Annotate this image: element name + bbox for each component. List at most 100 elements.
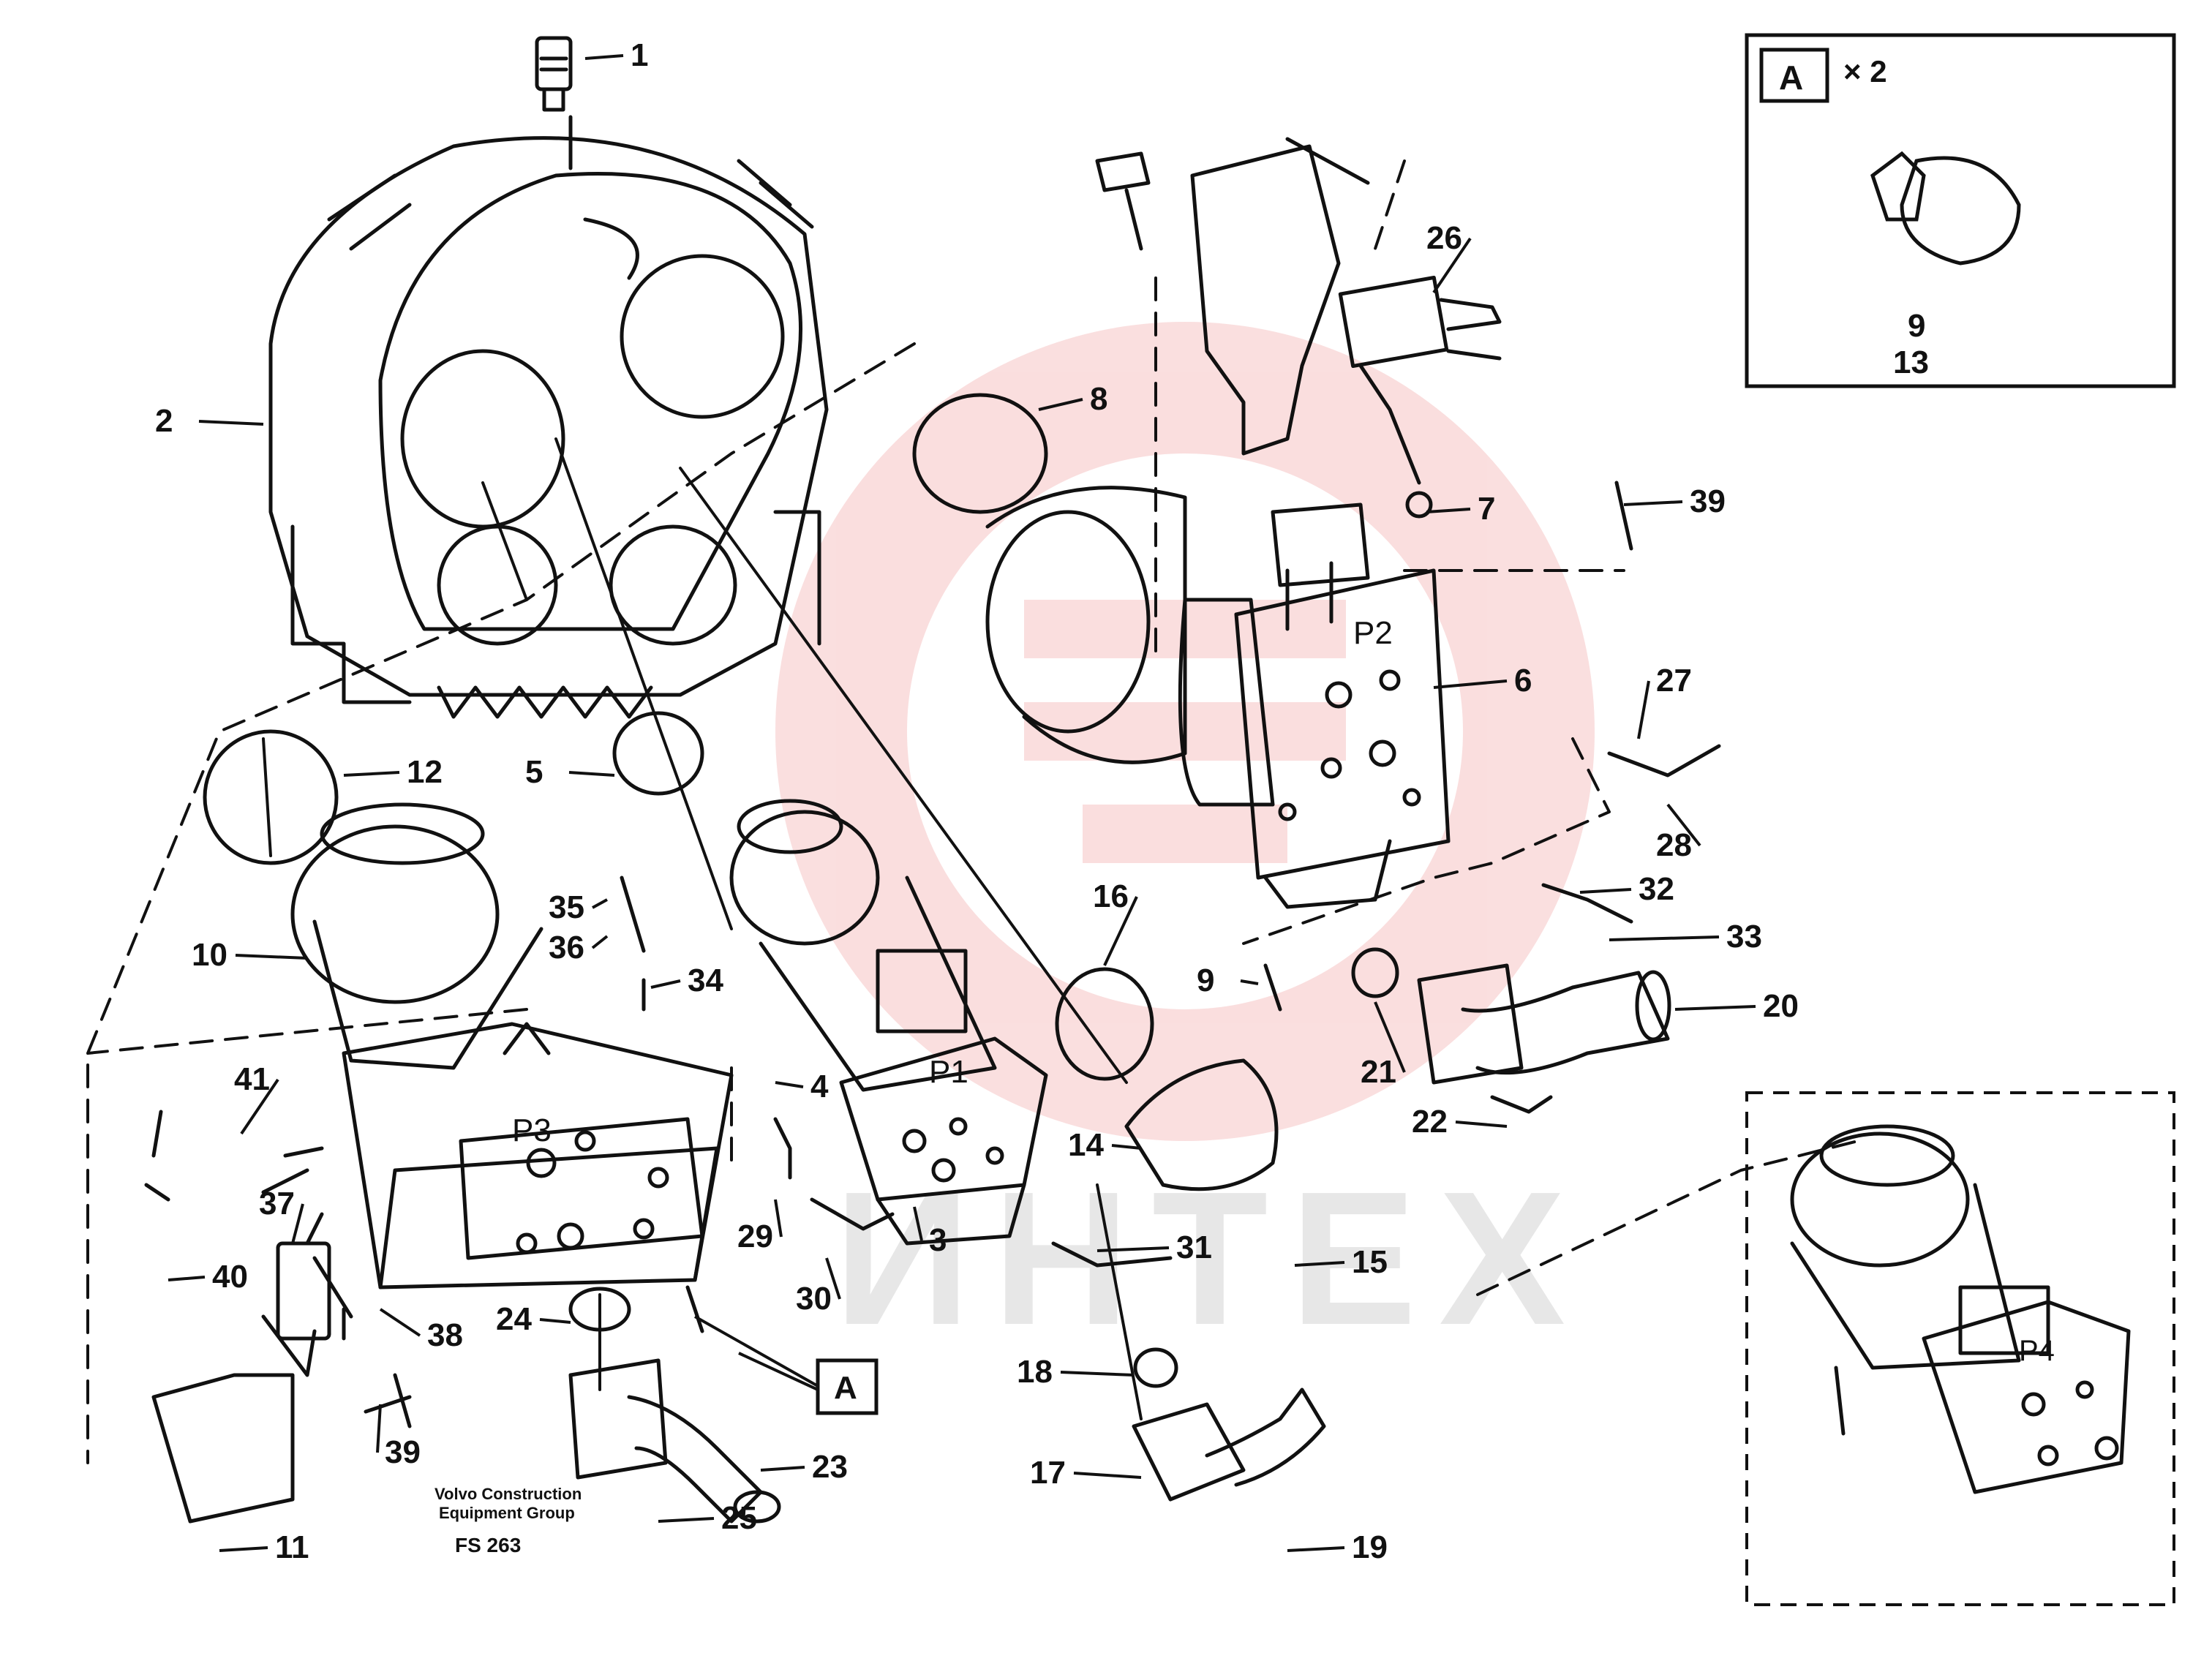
housing-part-2 bbox=[268, 115, 829, 719]
part-label-18: 18 bbox=[1017, 1354, 1053, 1390]
part-label-26: 26 bbox=[1426, 220, 1462, 256]
mark-p3: P3 bbox=[512, 1112, 552, 1148]
leader-line-9 bbox=[1240, 979, 1259, 985]
part-label-7: 7 bbox=[1478, 491, 1495, 527]
detail-quantity: × 2 bbox=[1843, 54, 1887, 89]
fittings bbox=[144, 481, 1721, 1428]
part-label-8: 8 bbox=[1090, 381, 1107, 417]
elbow-part-17 bbox=[1132, 1387, 1326, 1502]
part-label-3: 3 bbox=[929, 1222, 947, 1258]
detail-box-a: A × 2 9 13 bbox=[1745, 33, 2176, 388]
part-label-21: 21 bbox=[1361, 1054, 1396, 1090]
part-label-32: 32 bbox=[1639, 871, 1674, 907]
leader-line-28 bbox=[1666, 803, 1701, 847]
leader-line-39 bbox=[1623, 500, 1683, 506]
leader-line-30 bbox=[825, 1257, 841, 1300]
part-label-37: 37 bbox=[259, 1186, 295, 1221]
callout-a-letter: A bbox=[834, 1370, 857, 1406]
bracket-valve-part-26 bbox=[1095, 137, 1502, 519]
part-label-38: 38 bbox=[427, 1317, 463, 1353]
leader-line-26 bbox=[1432, 237, 1472, 294]
part-label-29: 29 bbox=[737, 1219, 773, 1254]
part-label-1: 1 bbox=[631, 37, 648, 73]
part-label-20: 20 bbox=[1763, 988, 1799, 1024]
leader-line-6 bbox=[1433, 679, 1508, 689]
part-label-34: 34 bbox=[688, 963, 723, 998]
pump-p1-part-3 bbox=[729, 799, 1048, 1246]
part-label-11: 11 bbox=[275, 1529, 309, 1565]
part-label-31: 31 bbox=[1176, 1230, 1212, 1265]
part-label-5: 5 bbox=[525, 754, 543, 790]
part-label-30: 30 bbox=[796, 1281, 832, 1317]
part-label-39b: 39 bbox=[385, 1434, 421, 1470]
leader-line-4 bbox=[775, 1081, 804, 1088]
leader-line-34 bbox=[650, 979, 681, 989]
leader-line-23 bbox=[760, 1466, 805, 1472]
assembly-lines bbox=[86, 159, 1859, 1464]
part-label-22: 22 bbox=[1412, 1104, 1448, 1140]
leader-line-22 bbox=[1455, 1121, 1508, 1128]
mark-p2: P2 bbox=[1353, 615, 1393, 651]
leader-line-3 bbox=[913, 1206, 923, 1241]
part-label-25: 25 bbox=[721, 1500, 757, 1536]
part-label-33: 33 bbox=[1726, 919, 1762, 954]
detail-label-13: 13 bbox=[1893, 344, 1929, 380]
leader-line-39b bbox=[376, 1404, 382, 1453]
footer-line-1: Volvo Construction bbox=[434, 1485, 582, 1503]
part-label-9: 9 bbox=[1197, 963, 1214, 998]
mark-p4: P4 bbox=[2019, 1335, 2055, 1367]
part-label-24: 24 bbox=[496, 1301, 532, 1337]
elbow-part-23 bbox=[568, 1358, 781, 1524]
leader-line-41 bbox=[240, 1078, 279, 1135]
plug-part-1 bbox=[535, 36, 573, 112]
part-label-36: 36 bbox=[549, 930, 584, 965]
leader-line-17 bbox=[1073, 1472, 1142, 1479]
elbow-part-20 bbox=[1417, 963, 1671, 1114]
leader-line-15 bbox=[1294, 1261, 1345, 1267]
part-label-2: 2 bbox=[155, 403, 173, 439]
part-label-40: 40 bbox=[212, 1259, 248, 1295]
o-ring-part-16 bbox=[1055, 967, 1154, 1081]
leader-line-18 bbox=[1060, 1371, 1135, 1377]
callout-a: A bbox=[694, 1315, 879, 1415]
leader-line-5 bbox=[568, 771, 615, 777]
pump-p3-part-10 bbox=[290, 802, 734, 1289]
leader-line-38 bbox=[379, 1308, 421, 1337]
part-label-35: 35 bbox=[549, 889, 584, 925]
knob-part-9-13 bbox=[1870, 151, 2021, 266]
leader-line-19 bbox=[1287, 1546, 1345, 1552]
o-ring-part-12 bbox=[203, 729, 339, 865]
leader-line-29 bbox=[774, 1199, 783, 1238]
leader-line-1 bbox=[584, 54, 624, 60]
part-label-14: 14 bbox=[1068, 1127, 1104, 1163]
mark-p1: P1 bbox=[929, 1054, 968, 1090]
leader-line-12 bbox=[343, 771, 400, 777]
leader-line-11 bbox=[219, 1546, 268, 1552]
detail-letter: A bbox=[1779, 59, 1803, 97]
footer-line-2: Equipment Group bbox=[439, 1504, 575, 1522]
leader-line-35 bbox=[592, 898, 608, 909]
leader-line-2 bbox=[198, 420, 264, 426]
leader-line-40 bbox=[168, 1276, 206, 1281]
leader-line-20 bbox=[1674, 1005, 1756, 1011]
leader-line-14 bbox=[1111, 1144, 1142, 1150]
leader-line-10 bbox=[235, 954, 308, 960]
part-label-19: 19 bbox=[1352, 1529, 1388, 1565]
leader-line-21 bbox=[1374, 1001, 1406, 1073]
leader-line-24 bbox=[539, 1318, 571, 1324]
o-ring-part-21 bbox=[1351, 947, 1399, 998]
leader-line-8 bbox=[1038, 398, 1083, 411]
part-label-10: 10 bbox=[192, 937, 227, 973]
part-label-16: 16 bbox=[1093, 878, 1129, 914]
valve-part-37 bbox=[151, 1212, 331, 1524]
part-label-41: 41 bbox=[234, 1061, 270, 1097]
detail-label-9: 9 bbox=[1908, 308, 1925, 344]
o-ring-part-8 bbox=[912, 393, 1048, 514]
leader-line-36 bbox=[591, 935, 609, 949]
part-label-39: 39 bbox=[1690, 483, 1726, 519]
leader-line-31 bbox=[1096, 1246, 1170, 1252]
part-label-4: 4 bbox=[810, 1069, 829, 1104]
leader-line-7 bbox=[1426, 508, 1471, 513]
part-label-12: 12 bbox=[407, 754, 443, 790]
